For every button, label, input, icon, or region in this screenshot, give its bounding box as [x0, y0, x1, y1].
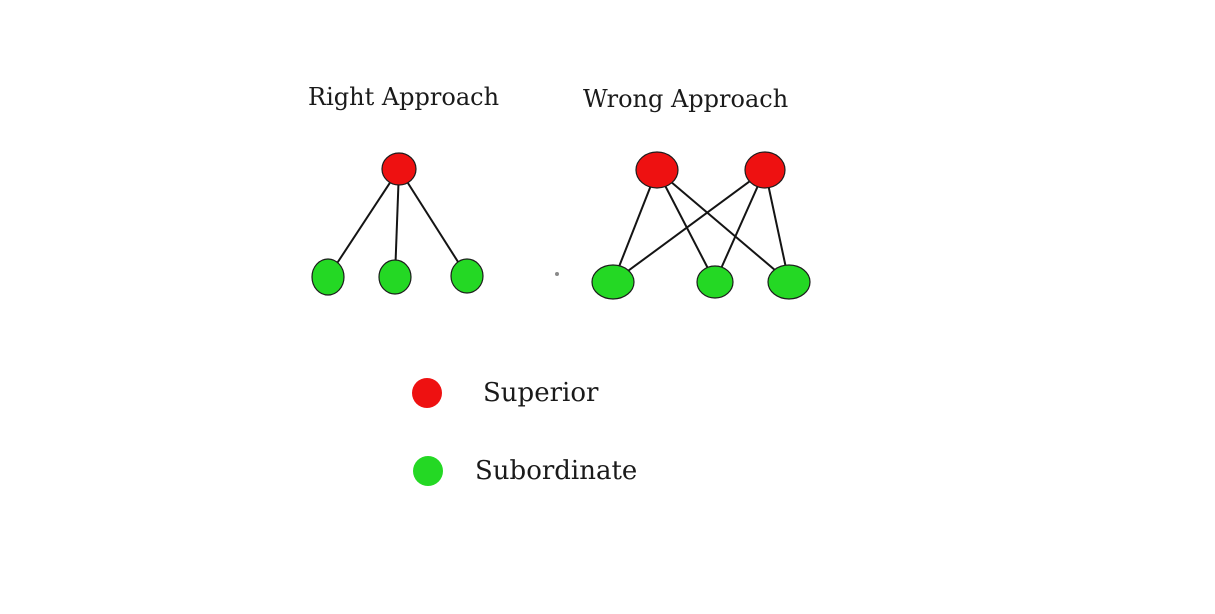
superior-node — [744, 151, 786, 189]
superior-legend-label: Superior — [483, 378, 599, 408]
edge-wrong-approach-s2-g2 — [714, 169, 766, 283]
edge-wrong-approach-s1-g3 — [656, 169, 790, 283]
edge-right-approach-s1-g1 — [327, 168, 400, 278]
wrong-approach-title: Wrong Approach — [583, 85, 789, 113]
superior-node — [635, 151, 679, 189]
subordinate-legend-label: Subordinate — [475, 456, 638, 486]
edge-right-approach-s1-g3 — [398, 168, 468, 277]
subordinate-node — [591, 264, 635, 300]
superior-legend-circle — [412, 378, 442, 408]
legend-item-subordinate: Subordinate — [413, 456, 637, 486]
edge-wrong-approach-s1-g2 — [656, 169, 716, 283]
legend-item-superior: Superior — [412, 378, 598, 408]
edge-wrong-approach-s2-g1 — [612, 169, 766, 283]
edge-right-approach-s1-g2 — [394, 168, 400, 278]
edge-wrong-approach-s1-g1 — [612, 169, 658, 283]
subordinate-node — [311, 258, 345, 296]
subordinate-node — [450, 258, 484, 294]
subordinate-node — [767, 264, 811, 300]
right-approach-title: Right Approach — [308, 83, 500, 111]
edge-wrong-approach-s2-g3 — [764, 169, 790, 283]
subordinate-legend-circle — [413, 456, 443, 486]
superior-node — [381, 152, 417, 186]
subordinate-node — [378, 259, 412, 295]
stray-dot — [555, 272, 559, 276]
right-approach-graph — [311, 152, 484, 296]
subordinate-node — [696, 265, 734, 299]
wrong-approach-graph — [591, 151, 811, 300]
